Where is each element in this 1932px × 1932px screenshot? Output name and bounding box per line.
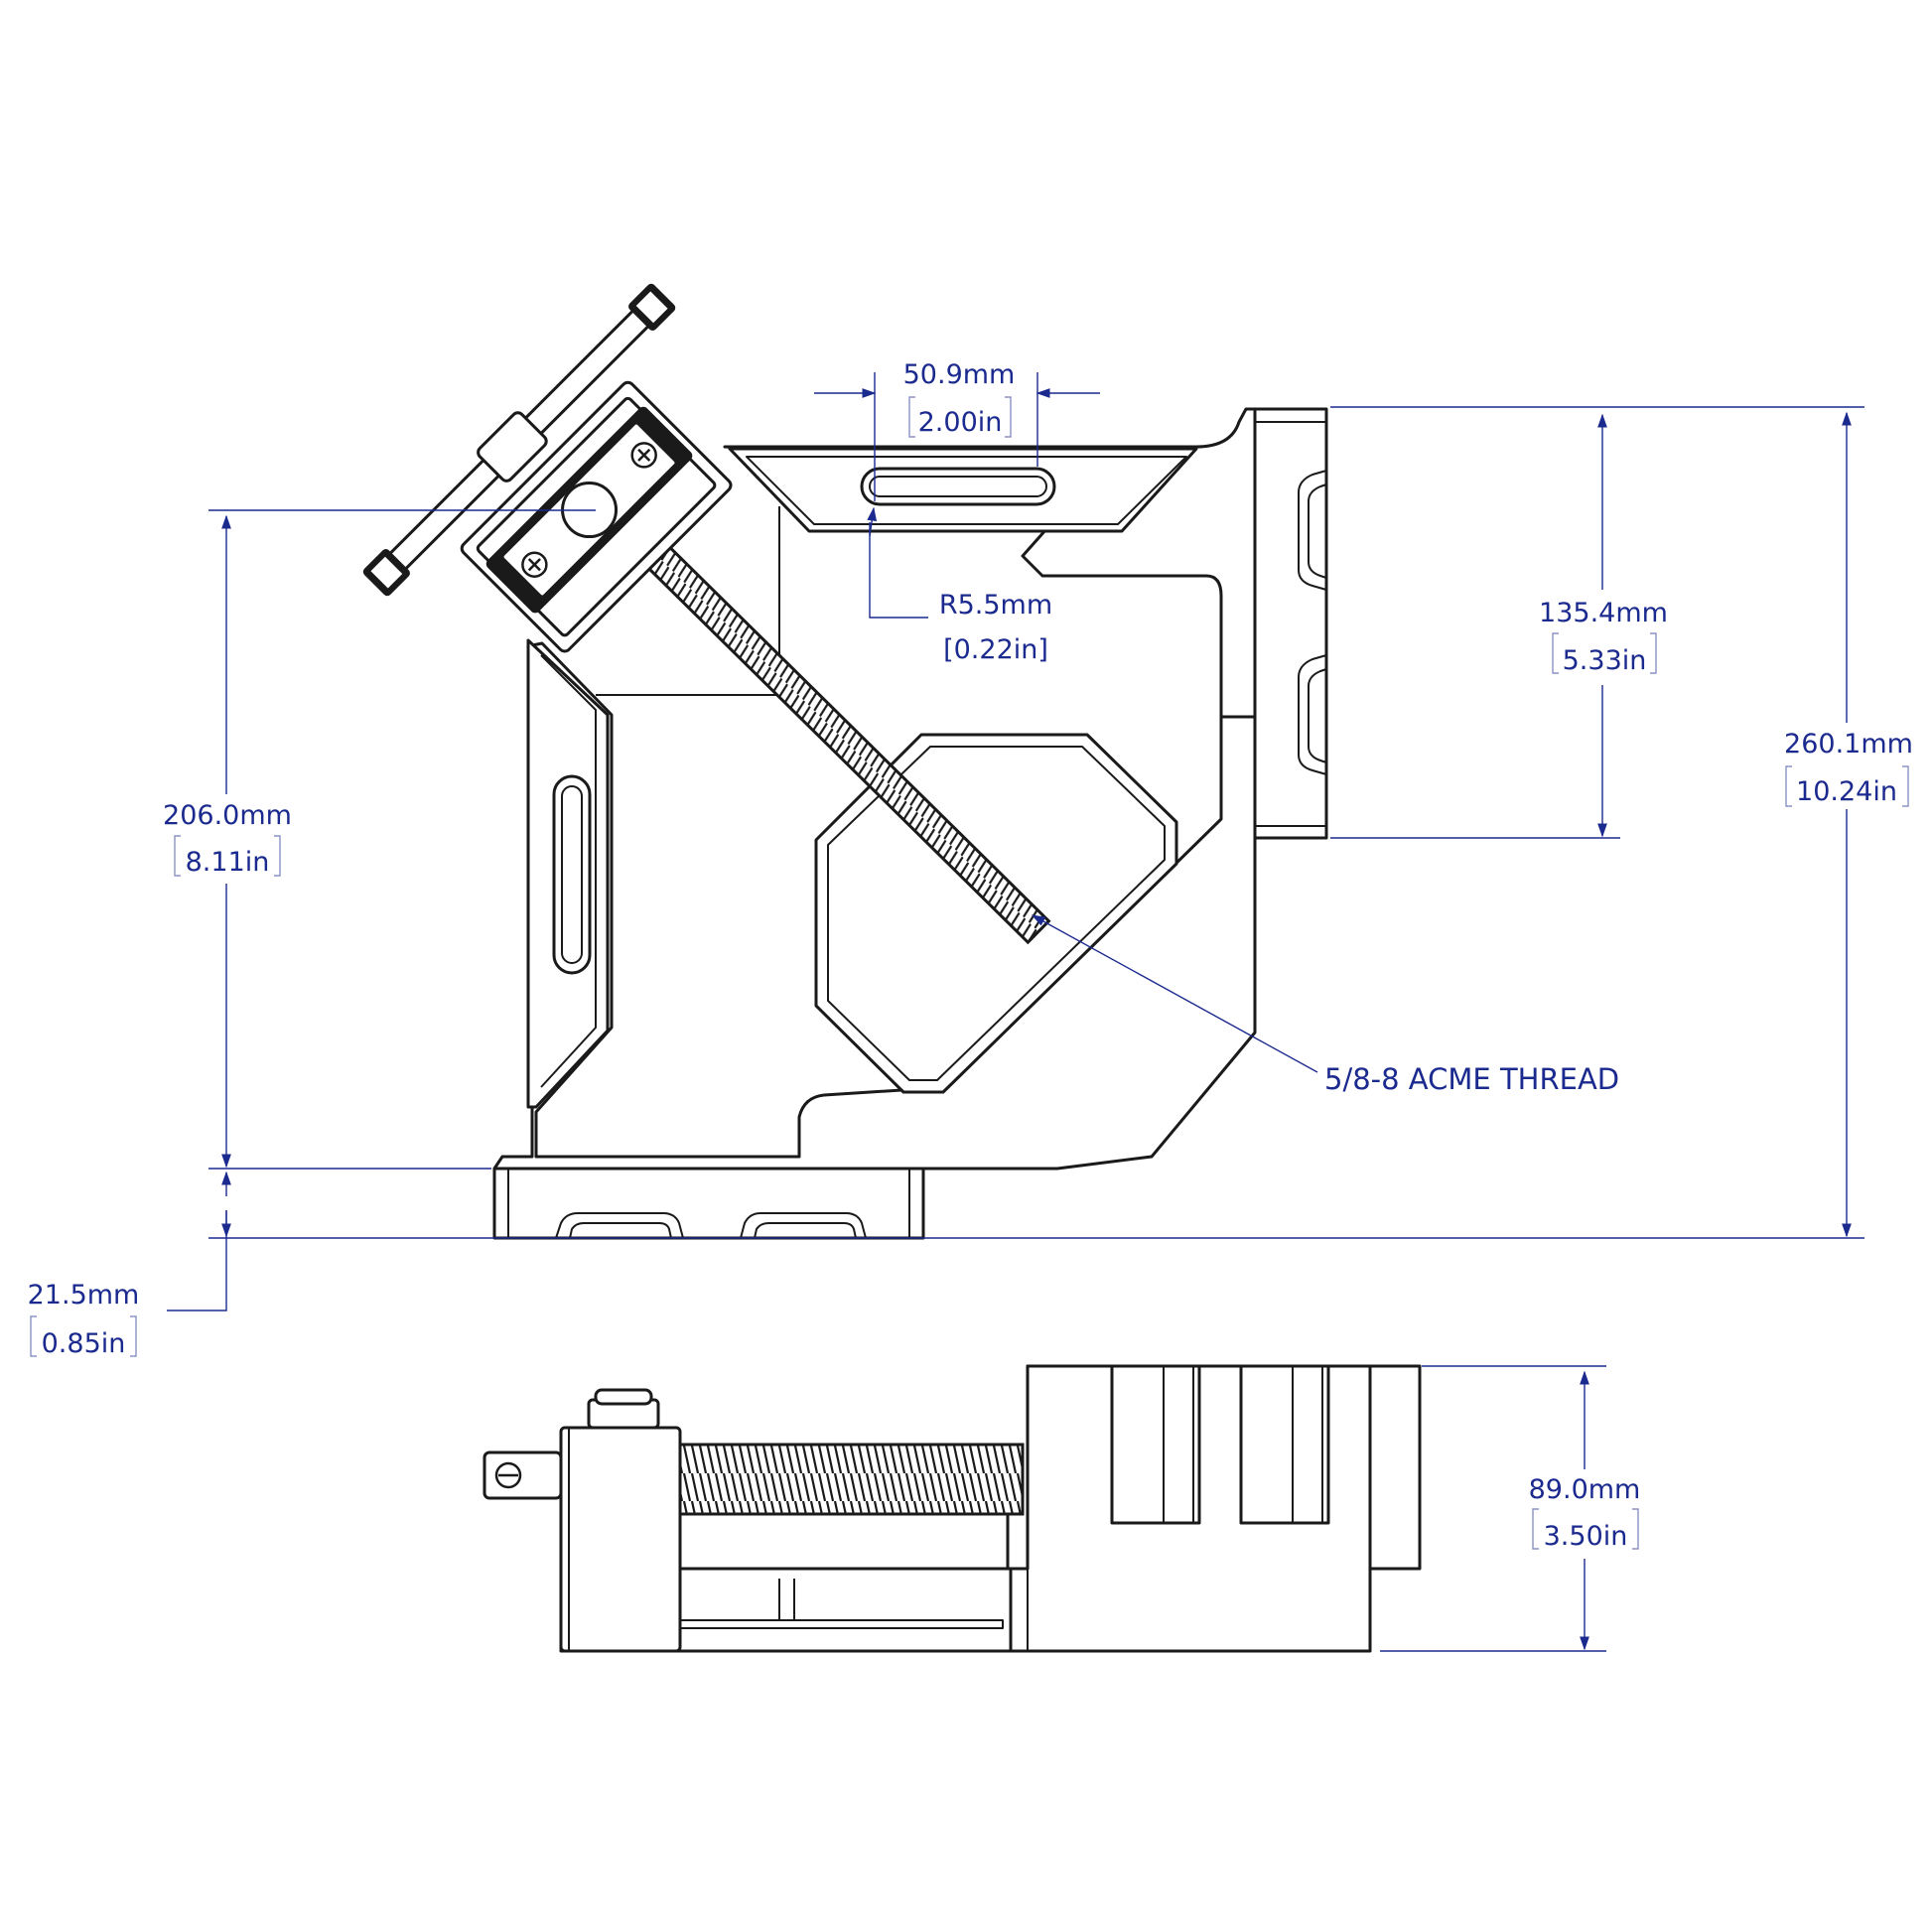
radius-in: [0.22in] xyxy=(943,634,1048,665)
jaw-height-in: 5.33in xyxy=(1563,645,1647,676)
side-height-in: 3.50in xyxy=(1544,1521,1628,1552)
side-height-mm: 89.0mm xyxy=(1529,1474,1641,1505)
clamp-side-view xyxy=(483,1364,1422,1653)
dim-base-thickness: 21.5mm 0.85in xyxy=(28,1171,231,1359)
slot-width-mm: 50.9mm xyxy=(903,359,1016,390)
dim-thread-callout: 5/8-8 ACME THREAD xyxy=(1031,914,1619,1096)
screw-head-icon xyxy=(630,442,657,469)
right-jaw xyxy=(1253,407,1328,840)
dim-overall-height: 260.1mm 10.24in xyxy=(208,406,1913,1239)
overall-height-mm: 260.1mm xyxy=(1784,729,1913,759)
screw-height-mm: 206.0mm xyxy=(163,800,292,831)
dim-side-height: 89.0mm 3.50in xyxy=(1380,1365,1641,1652)
t-handle xyxy=(362,283,676,597)
slot-width-in: 2.00in xyxy=(918,407,1003,438)
clamp-body xyxy=(492,638,1257,1171)
screw-head-icon xyxy=(521,551,548,578)
screw-height-in: 8.11in xyxy=(186,847,270,878)
dim-screw-height: 206.0mm 8.11in xyxy=(163,509,596,1170)
base-thickness-mm: 21.5mm xyxy=(28,1280,140,1311)
bottom-jaw xyxy=(492,1167,925,1240)
dim-jaw-height: 135.4mm 5.33in xyxy=(1330,413,1668,839)
upper-plate xyxy=(596,407,1257,719)
jaw-height-mm: 135.4mm xyxy=(1539,598,1668,628)
base-thickness-in: 0.85in xyxy=(42,1328,126,1359)
overall-height-in: 10.24in xyxy=(1796,776,1897,807)
thread-label: 5/8-8 ACME THREAD xyxy=(1324,1062,1619,1096)
radius-mm: R5.5mm xyxy=(939,590,1052,621)
dim-slot-width: 50.9mm 2.00in xyxy=(814,359,1100,501)
dim-slot-radius: R5.5mm [0.22in] xyxy=(867,506,1052,665)
clamp-top-view xyxy=(362,283,1328,1240)
